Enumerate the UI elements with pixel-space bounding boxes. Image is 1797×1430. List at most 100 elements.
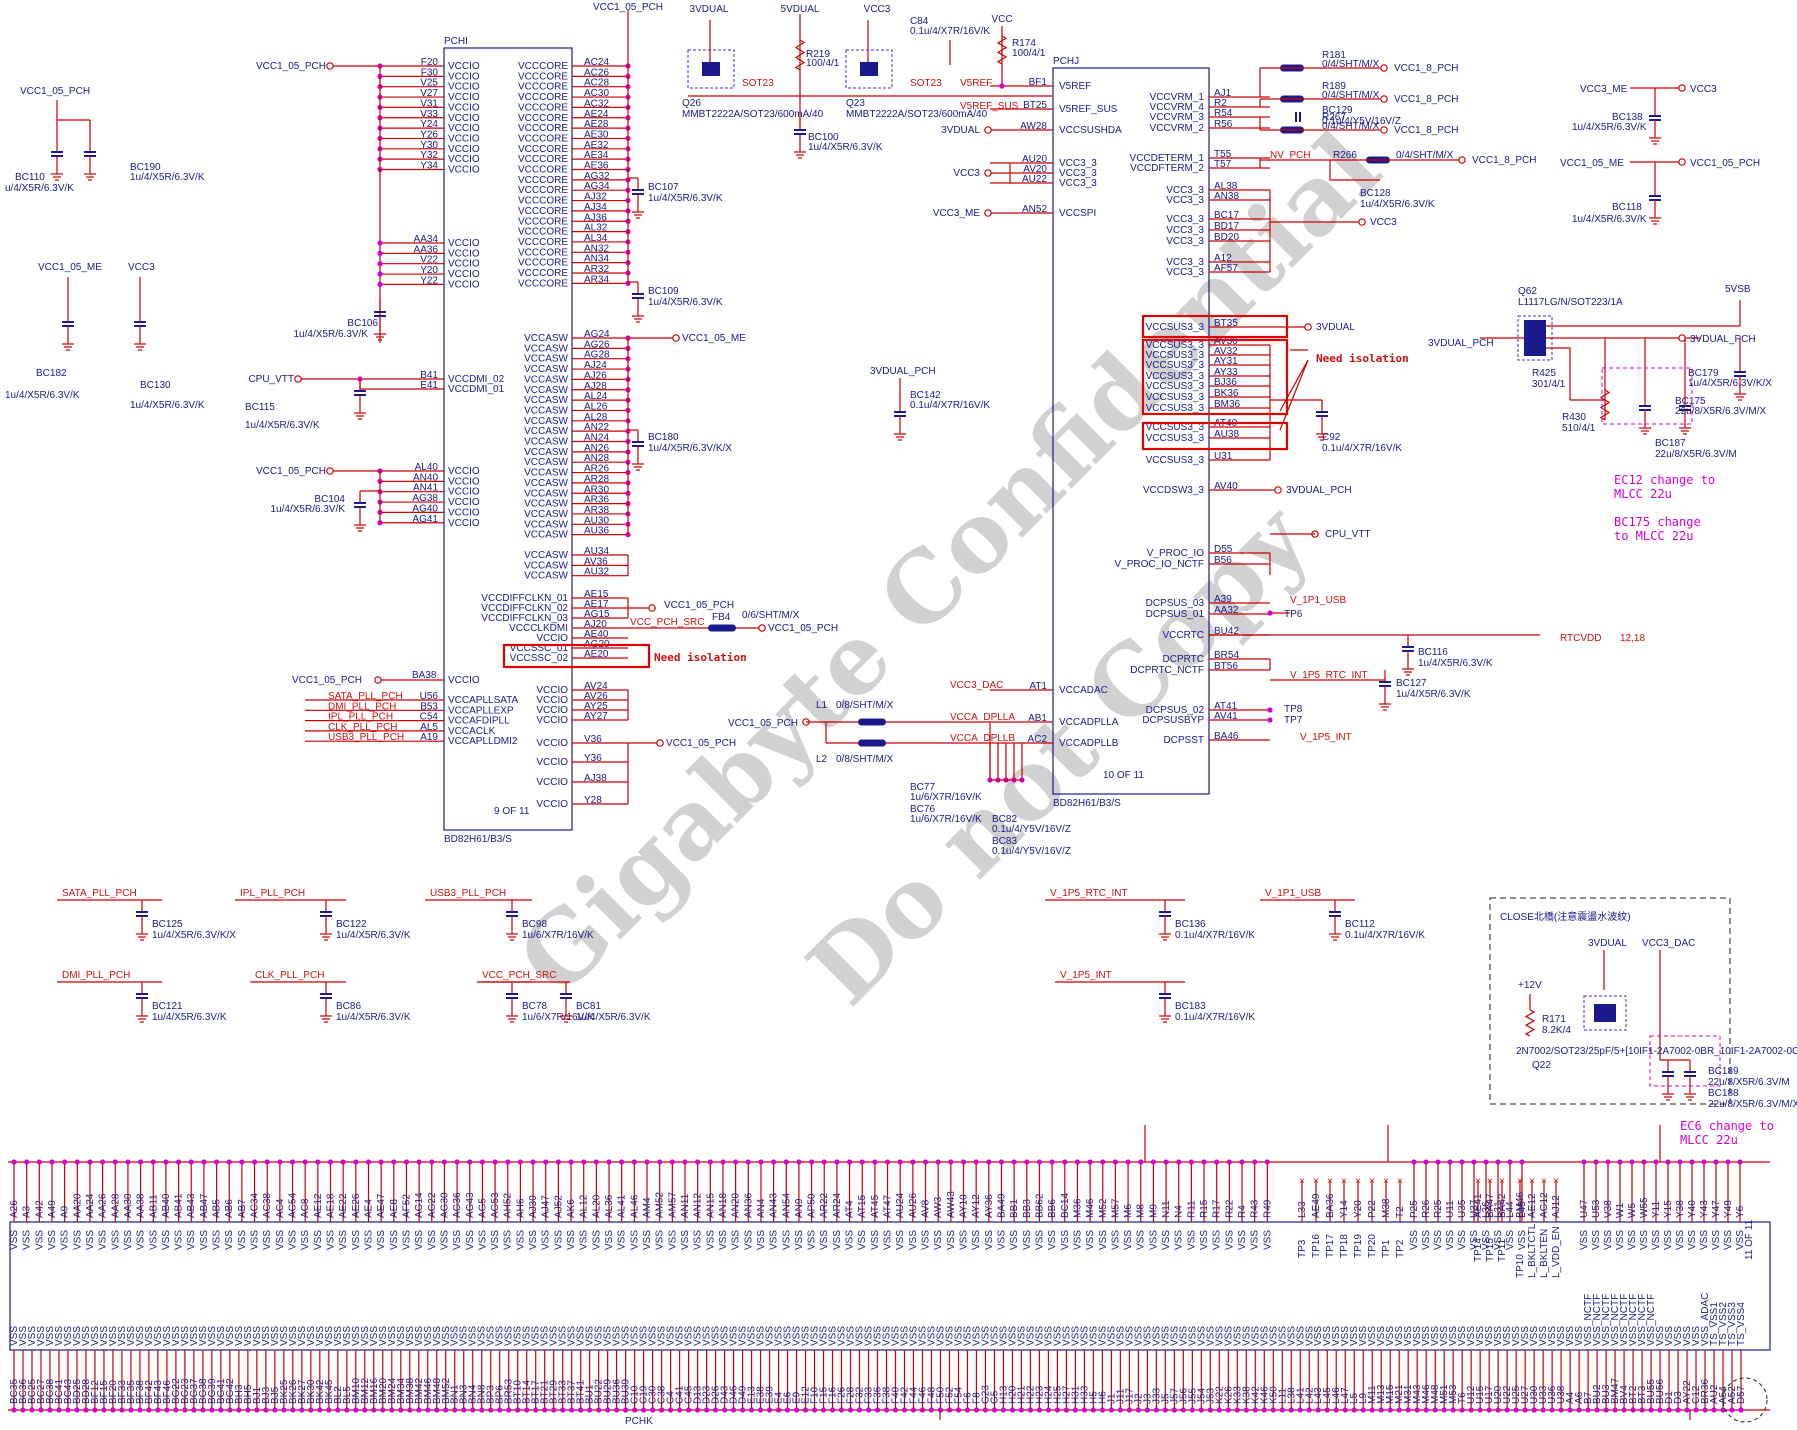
pchk-bottom-pin: VSS [702,1326,713,1346]
pchk-right-ball: Y38 [1675,1200,1686,1218]
pchk-pin-vss: VSS [1687,1230,1698,1250]
pchi-ball: AJ36 [584,212,607,223]
pchi-ball: Y20 [420,265,438,276]
r174-value: 100/4/1 [1012,48,1046,59]
pchk-bottom-ball: L43 [1313,1387,1324,1404]
pchk-bottom-ball: C41 [675,1385,686,1404]
pchk-pin-vss: VSS [718,1230,729,1250]
pchk-bottom-ball: BH5 [243,1384,254,1404]
bc81-value: 1u/4/X5R/6.3V/K [576,1012,651,1023]
pchk-tp-ball: Y20 [1353,1200,1364,1218]
pchk-pin-vss: VSS [883,1230,894,1250]
pchk-top-ball: AA30 [123,1193,134,1218]
pchi-title: PCHI [444,36,468,47]
pchk-bottom-pin: VSS [297,1326,308,1346]
pchk-pin-vss: VSS [136,1230,147,1250]
junction-dot [960,1159,967,1165]
pchk-pin-vss: VSS [667,1230,678,1250]
junction-dot [973,1407,980,1413]
junction-dot [1189,1407,1195,1413]
pchi-ball: AE17 [584,599,609,610]
bc118-capacitor [1649,184,1661,212]
pchk-pin-vss: VSS [503,1230,514,1250]
net-vcc-pch-src: VCC_PCH_SRC [630,617,704,628]
pchi-pin-vcccore: VCCCORE [518,227,568,238]
net-rtcvdd-ref: 12,18 [1620,633,1645,644]
pchk-bottom-pin: VSS [1340,1326,1351,1346]
pchk-top-ball: AE18 [326,1193,337,1218]
q23-package: SOT23 [910,78,942,89]
junction-dot [1720,1407,1726,1413]
pchk-tp-ball: AE49 [1311,1193,1322,1218]
pchk-top-ball: AB41 [174,1193,185,1218]
pchk-top-ball: R22 [1224,1199,1235,1218]
pchk-bottom-pin: VSS [81,1326,92,1346]
net-cpu-vtt: CPU_VTT [1325,529,1371,540]
pchi-pin-vccio: VCCIO [448,92,480,103]
pchk-bottom-pin: VSS [315,1326,326,1346]
r430-ref: R430 [1562,412,1586,423]
junction-dot [775,1407,782,1413]
net-3vdual-sus: 3VDUAL [1316,322,1355,333]
pchk-bottom-pin: VSS [1232,1326,1243,1346]
junction-dot [964,1407,971,1413]
junction-dot [1153,1407,1159,1413]
pchk-pin-vss: VSS [1493,1230,1504,1250]
pchj-pin: VCCDFTERM_2 [1130,163,1204,174]
pchi-ball: AE20 [584,649,609,660]
bc116-value: 1u/4/X5R/6.3V/K [1418,658,1493,669]
pchk-pin-vss: VSS [807,1230,818,1250]
bc82-ref: BC82 [992,814,1017,825]
pchk-chip-body [9,1221,1771,1351]
junction-dot [264,1159,270,1165]
no-connect-mark: × [1369,1176,1375,1187]
junction-dot [479,1407,485,1413]
junction-dot [1495,1407,1501,1413]
l2-bead [858,739,886,747]
pchi-pin-vcccore: VCCCORE [518,133,568,144]
pchk-bottom-ball: BP6 [495,1385,506,1404]
pchk-bottom-pin: VSS [630,1326,641,1346]
pchk-bottom-pin: VSS [1430,1326,1441,1346]
c92-capacitor [1316,400,1328,428]
junction-dot [289,1159,296,1165]
ground-symbol [506,1010,518,1023]
pchk-bottom-pin: VSS [396,1326,407,1346]
net-5vdual-top: 5VDUAL [781,4,820,15]
net-vcc1-05-pch: VCC1_05_PCH [292,675,362,686]
pchi-pin-misc: VCCDIFFCLKN_02 [481,603,568,614]
pchk-bottom-pin: VSS [1052,1326,1063,1346]
junction-dot [1585,1407,1591,1413]
junction-dot [407,1407,413,1413]
pchk-pin-vss: VSS [1250,1230,1261,1250]
pchk-pin-vss: VSS [1136,1230,1147,1250]
junction-dot [1665,1159,1671,1165]
pchk-bottom-ball: F52 [944,1386,955,1404]
pchk-bottom-ball: BU55 [1646,1379,1657,1404]
pchk-bottom-ball: U38 [1556,1385,1567,1404]
pchi-pin-vccio: VCCIO [448,497,480,508]
bc98-ref: BC98 [522,919,547,930]
bc127-ref: BC127 [1396,678,1427,689]
pchk-bottom-ball: BC41 [54,1379,65,1404]
pchi-pin-dmi: VCCDMI_02 [448,374,505,385]
pchk-pin-vss: VSS [275,1230,286,1250]
pchk-bottom-ball: BC38 [45,1379,56,1404]
pchi-pin-vcccore: VCCCORE [518,154,568,165]
pchi-pin-vccasw: VCCASW [524,343,568,354]
pchi-ball: AG38 [412,493,438,504]
pchk-bottom-pin: VSS [324,1326,335,1346]
pchi-pin-vcccore: VCCCORE [518,247,568,258]
junction-dot [758,1159,764,1165]
pchk-top-ball: AN9 [794,1198,805,1218]
pchj-ball: AY31 [1214,356,1238,367]
pchk-bottom-pin: VSS [657,1326,668,1346]
pchk-bottom-pin: VSS [1322,1326,1333,1346]
junction-dot [299,1407,305,1413]
junction-dot [112,1159,118,1165]
pchk-bottom-ball: BJ1 [252,1386,263,1404]
pchk-pin-vss: VSS [376,1230,387,1250]
pchi-pin-vccio: VCCIO [448,102,480,113]
pchk-top-ball: AN43 [769,1193,780,1218]
bc182-ref: BC182 [36,368,67,379]
